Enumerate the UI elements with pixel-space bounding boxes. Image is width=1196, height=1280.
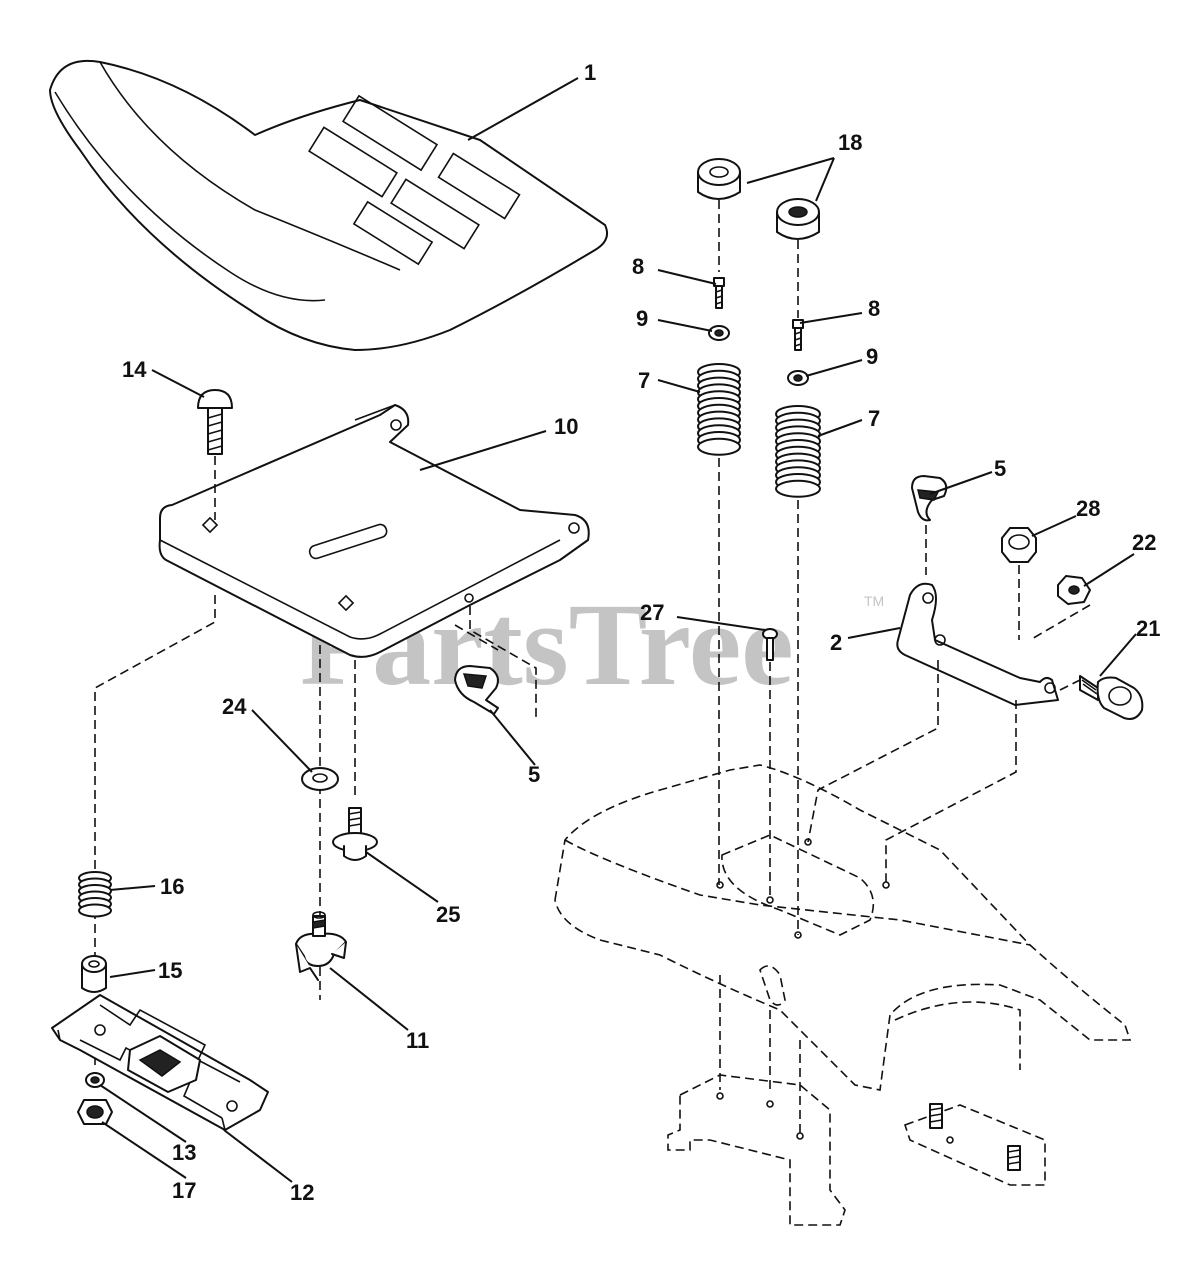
shoulder-bolt-part — [1079, 675, 1144, 720]
spacer-left-part — [697, 158, 741, 200]
spring-left-part — [697, 363, 741, 456]
callout-27: 27 — [640, 600, 664, 625]
shoulder-screw-part — [332, 807, 378, 861]
hex-nut-part — [77, 1099, 113, 1125]
callout-14: 14 — [122, 357, 147, 382]
spring-right-part — [775, 405, 821, 498]
seat-pan-part — [158, 404, 590, 658]
flat-washer-part — [301, 767, 339, 791]
compression-spring-part — [78, 871, 112, 918]
callout-28: 28 — [1076, 496, 1100, 521]
callout-5-lower: 5 — [528, 762, 540, 787]
callout-10: 10 — [554, 414, 578, 439]
pin-bolt-part — [762, 628, 778, 661]
bolt-right-part — [792, 319, 804, 351]
bushing-part — [81, 955, 107, 993]
callout-18: 18 — [838, 130, 862, 155]
callout-21: 21 — [1136, 616, 1160, 641]
lock-nut-part — [1001, 527, 1037, 563]
seat-knob-part — [295, 911, 347, 981]
callout-11: 11 — [406, 1028, 429, 1053]
callout-labels: 1 18 8 8 9 9 7 7 14 10 5 5 28 22 27 2 21… — [122, 60, 1160, 1205]
callout-7-right: 7 — [868, 406, 880, 431]
callout-7-left: 7 — [638, 368, 650, 393]
callout-25: 25 — [436, 902, 460, 927]
callout-8-left: 8 — [632, 254, 644, 279]
callout-1: 1 — [584, 60, 596, 85]
watermark-trademark: TM — [864, 593, 884, 609]
callout-9-left: 9 — [636, 306, 648, 331]
callout-5-upper: 5 — [994, 456, 1006, 481]
callout-8-right: 8 — [868, 296, 880, 321]
callout-15: 15 — [158, 958, 182, 983]
leader-lines — [99, 77, 1137, 1183]
callout-17: 17 — [172, 1178, 196, 1203]
carriage-bolt-part — [197, 389, 233, 520]
bracket-part — [896, 582, 1059, 706]
callout-24: 24 — [222, 694, 247, 719]
slide-bolt-part — [85, 1072, 105, 1088]
frame-outline — [554, 764, 1132, 1226]
callout-12: 12 — [290, 1180, 314, 1205]
flange-nut-part — [1057, 575, 1091, 605]
callout-2: 2 — [830, 630, 842, 655]
slide-plate-part — [51, 994, 269, 1131]
spacer-right-part — [776, 198, 820, 240]
bolt-left-part — [713, 277, 725, 309]
clip-upper-part — [911, 475, 948, 522]
seat-part — [49, 59, 608, 351]
callout-9-right: 9 — [866, 344, 878, 369]
clip-lower-part — [454, 665, 499, 715]
callout-22: 22 — [1132, 530, 1156, 555]
callout-13: 13 — [172, 1140, 196, 1165]
frame-stud-left — [929, 1103, 943, 1129]
frame-stud-right — [1007, 1145, 1021, 1171]
callout-16: 16 — [160, 874, 184, 899]
